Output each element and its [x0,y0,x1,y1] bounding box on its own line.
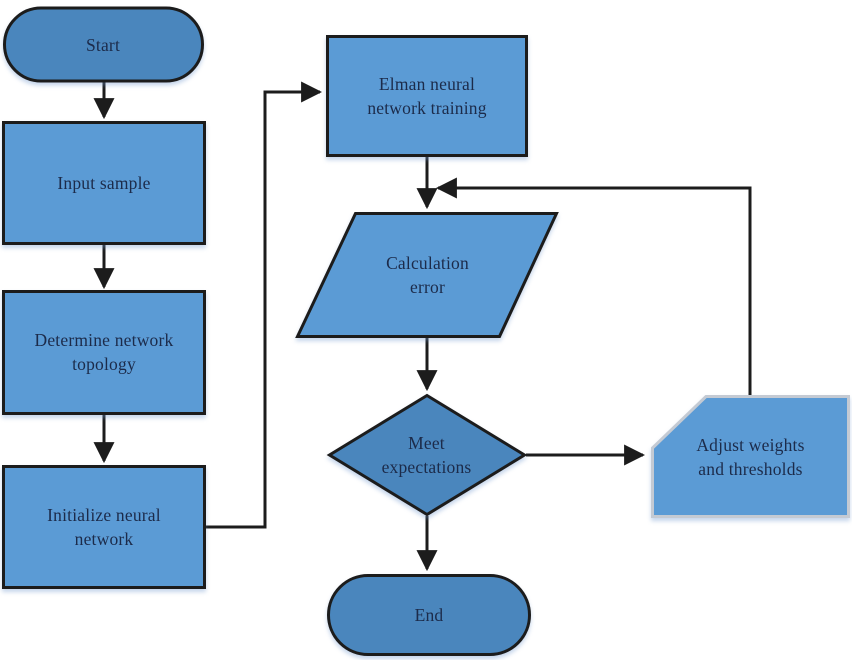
determine-topology-node-shape [2,290,206,415]
initialize-network-node-shape [2,465,206,589]
edge-initialize-to-elman [205,81,323,529]
adjust-weights-node-shape [651,395,850,518]
edge-adjust-feedback [435,177,752,396]
meet-expectations-node-shape [326,393,528,517]
input-sample-node-shape [2,121,206,245]
calculation-error-node-shape [295,212,559,338]
connector-group [93,81,752,572]
end-node-shape [327,574,531,656]
elman-training-node-shape [326,35,528,157]
start-node-shape [3,6,204,83]
